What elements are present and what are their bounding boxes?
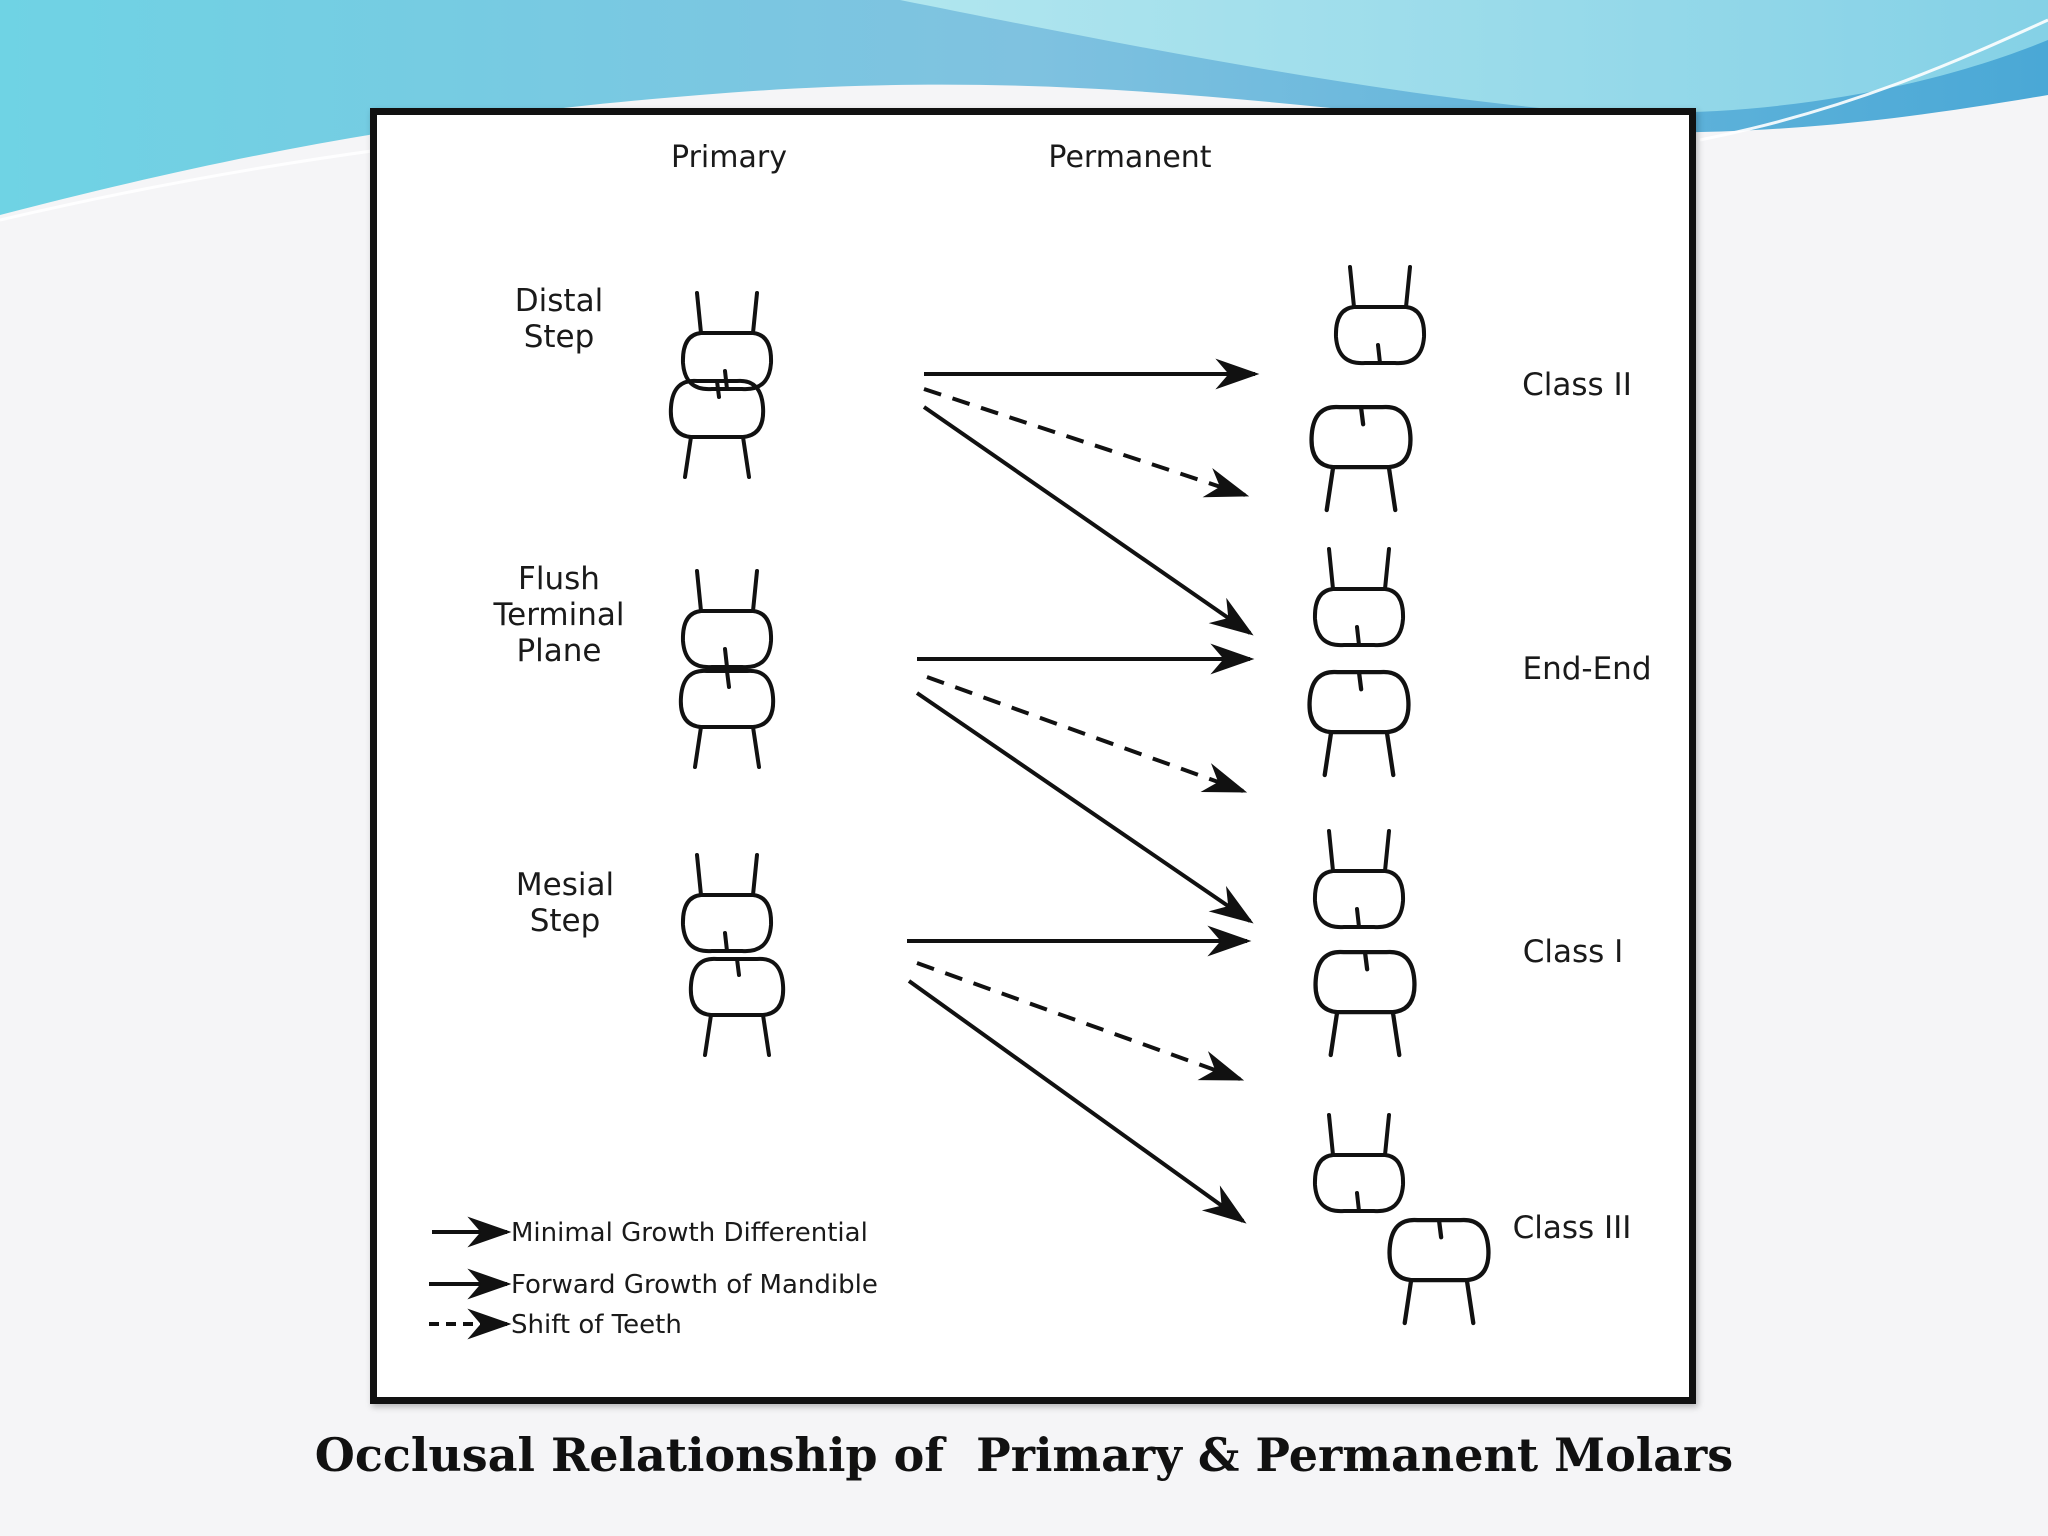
class-label-class-ii: Class II [1522,367,1632,403]
figure-caption: Occlusal Relationship of Primary & Perma… [314,1428,1734,1482]
permanent-molars-class-ii [1312,267,1425,510]
arrow-flush-to-class-i-shift [926,675,1248,793]
arrow-distal-to-end-end-forward [922,405,1254,636]
svg-text:Mesial: Mesial [516,867,614,903]
legend-item-shift: Shift of Teeth [429,1308,682,1340]
svg-text:Step: Step [524,319,595,355]
row-label-mesial-step: Mesial Step [516,867,614,939]
legend-item-forward: Forward Growth of Mandible [429,1268,878,1300]
svg-text:Flush: Flush [518,561,600,597]
header-wave-line-right [1699,18,2048,142]
svg-text:Distal: Distal [515,283,603,319]
primary-molars-flush-terminal-plane [678,569,776,769]
row-label-flush-terminal-plane: Flush Terminal Plane [492,561,624,669]
row-label-distal-step: Distal Step [515,283,603,355]
primary-molars-distal-step [668,291,774,479]
permanent-molars-class-iii [1315,1115,1489,1323]
primary-molars-mesial-step [680,853,786,1057]
permanent-header: Permanent [1048,140,1211,175]
svg-text:Terminal: Terminal [492,597,624,633]
svg-text:Shift of Teeth: Shift of Teeth [511,1310,682,1340]
permanent-molars-end-end [1310,549,1409,775]
primary-header: Primary [671,140,787,175]
class-label-class-iii: Class III [1513,1210,1632,1246]
svg-text:Plane: Plane [516,633,601,669]
permanent-molars-class-i [1315,831,1415,1055]
occlusion-diagram: Primary Permanent Distal Step Flush Term… [429,140,1652,1340]
legend: Minimal Growth Differential Forward Grow… [429,1216,878,1340]
arrow-mesial-to-class-iii-forward [907,979,1247,1224]
class-label-end-end: End-End [1522,651,1651,687]
arrow-flush-to-class-i-forward [915,691,1254,924]
arrow-mesial-to-class-iii-shift [916,961,1245,1081]
figure-frame: Primary Permanent Distal Step Flush Term… [370,108,1696,1404]
arrow-distal-to-end-end-shift [923,387,1250,498]
legend-item-minimal: Minimal Growth Differential [432,1216,868,1248]
svg-text:Step: Step [530,903,601,939]
header-wave-highlight [900,0,2048,113]
svg-text:Minimal Growth Differential: Minimal Growth Differential [511,1218,868,1248]
class-label-class-i: Class I [1523,934,1624,970]
transition-arrows [907,358,1260,1224]
svg-text:Forward Growth of Mandible: Forward Growth of Mandible [511,1270,878,1300]
